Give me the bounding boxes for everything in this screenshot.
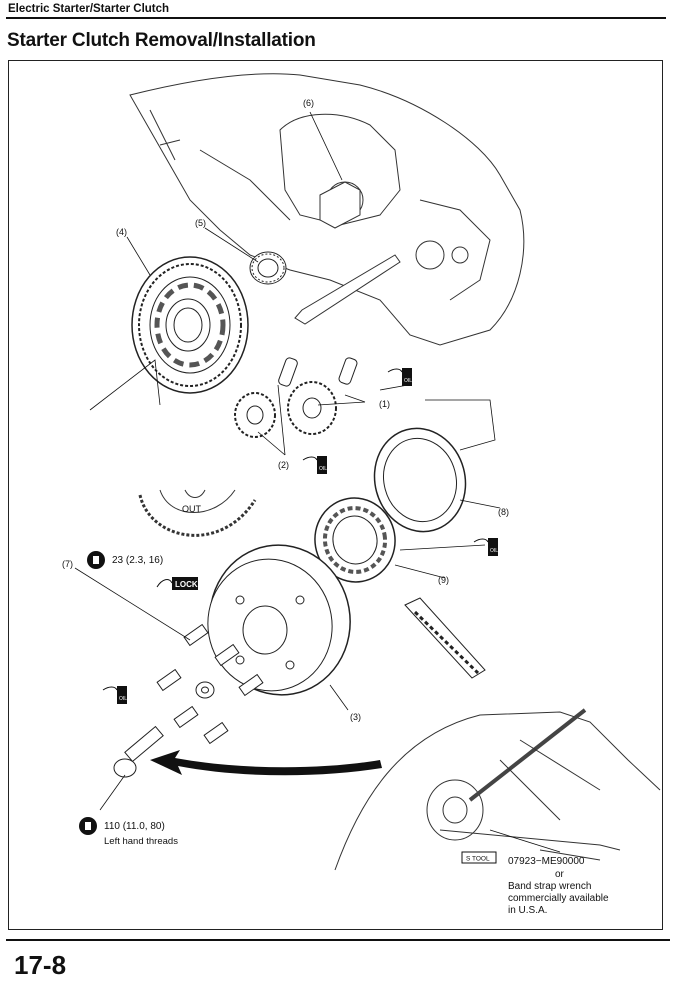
header-rule bbox=[6, 17, 666, 19]
oil-icon: OIL bbox=[387, 368, 412, 386]
clutch-outer-ring bbox=[373, 427, 467, 533]
starter-gear-partial bbox=[138, 489, 257, 537]
clutch-bolts bbox=[156, 623, 264, 745]
svg-text:OIL: OIL bbox=[319, 466, 327, 472]
thread-note: Left hand threads bbox=[104, 836, 178, 847]
starter-clutch-housing bbox=[207, 544, 351, 696]
svg-text:S TOOL: S TOOL bbox=[466, 856, 490, 863]
leader-lines bbox=[74, 111, 561, 853]
tool-alt-line-1: Band strap wrench bbox=[508, 881, 592, 892]
oil-icon: OIL bbox=[473, 538, 498, 556]
callout-4: (4) bbox=[116, 227, 127, 237]
tool-inset bbox=[334, 708, 661, 871]
starter-shaft bbox=[294, 181, 401, 325]
oil-markers: OIL OIL OIL OIL bbox=[102, 368, 498, 704]
needle-bearing bbox=[249, 251, 287, 285]
torque-wrench-icon bbox=[79, 817, 97, 835]
callout-6: (6) bbox=[303, 98, 314, 108]
footer-rule bbox=[6, 939, 670, 941]
callout-7: (7) bbox=[62, 559, 73, 569]
bolt-torque-spec: 23 (2.3, 16) bbox=[112, 555, 164, 566]
gear-stamp: OUT bbox=[182, 504, 202, 514]
callout-2: (2) bbox=[278, 460, 289, 470]
svg-text:OIL: OIL bbox=[404, 378, 412, 384]
figure-frame bbox=[8, 60, 663, 930]
callouts: (6) (5) (4) (1) (2) (8) (9) (7) (3) bbox=[62, 98, 509, 722]
torque-wrench-icon bbox=[87, 551, 105, 569]
svg-text:OIL: OIL bbox=[490, 548, 498, 554]
page-number: 17-8 bbox=[14, 950, 67, 980]
driven-gear bbox=[131, 256, 249, 394]
callout-3: (3) bbox=[350, 712, 361, 722]
tool-alt-line-3: in U.S.A. bbox=[508, 905, 548, 916]
center-bolt bbox=[113, 725, 164, 778]
callout-9: (9) bbox=[438, 575, 449, 585]
sprag-detail bbox=[404, 597, 486, 679]
gear-shafts bbox=[278, 357, 358, 387]
reduction-gears bbox=[234, 381, 337, 438]
callout-8: (8) bbox=[498, 507, 509, 517]
page-title: Starter Clutch Removal/Installation bbox=[7, 30, 316, 51]
tool-alt-line-2: commercially available bbox=[508, 893, 609, 904]
tool-or: or bbox=[555, 869, 564, 880]
svg-text:OIL: OIL bbox=[119, 696, 127, 702]
svg-text:LOCK: LOCK bbox=[175, 580, 198, 589]
callout-5: (5) bbox=[195, 218, 206, 228]
one-way-clutch bbox=[314, 497, 396, 583]
oil-icon: OIL bbox=[302, 456, 327, 474]
lock-tag: LOCK bbox=[156, 577, 198, 590]
special-tool-tag: S TOOL bbox=[461, 851, 497, 864]
oil-icon: OIL bbox=[102, 686, 127, 704]
callout-1: (1) bbox=[379, 399, 390, 409]
tool-number: 07923−ME90000 bbox=[508, 856, 585, 867]
center-bolt-torque-spec: 110 (11.0, 80) bbox=[104, 821, 165, 832]
install-arrow bbox=[150, 750, 382, 776]
section-header: Electric Starter/Starter Clutch bbox=[8, 3, 170, 15]
